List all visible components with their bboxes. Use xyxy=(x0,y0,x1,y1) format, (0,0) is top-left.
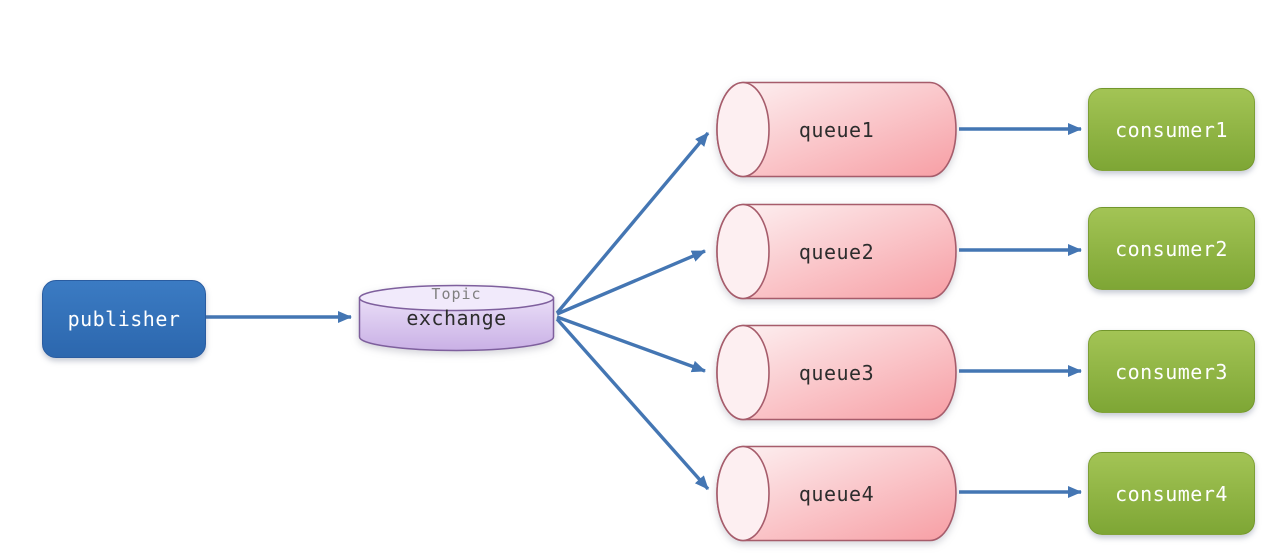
queue-cylinder-shape xyxy=(716,81,957,178)
consumer-label: consumer4 xyxy=(1115,481,1228,506)
consumer1-node[interactable]: consumer1 xyxy=(1088,88,1255,171)
queue-label: queue4 xyxy=(798,481,875,506)
consumer-label: consumer1 xyxy=(1115,117,1228,142)
consumer3-node[interactable]: consumer3 xyxy=(1088,330,1255,413)
queue3-node[interactable]: queue3 xyxy=(716,324,957,421)
queue4-node[interactable]: queue4 xyxy=(716,445,957,542)
arrow-exchange-to-queue1 xyxy=(555,131,710,315)
queue-label: queue1 xyxy=(798,117,875,142)
arrow-exchange-to-queue4 xyxy=(555,317,710,491)
queue2-node[interactable]: queue2 xyxy=(716,203,957,300)
queue1-node[interactable]: queue1 xyxy=(716,81,957,178)
consumer4-node[interactable]: consumer4 xyxy=(1088,452,1255,535)
arrow-exchange-to-queue3 xyxy=(556,315,706,373)
exchange-type-label: Topic xyxy=(431,285,482,303)
queue-cylinder-shape xyxy=(716,445,957,542)
consumer-label: consumer3 xyxy=(1115,359,1228,384)
consumer-label: consumer2 xyxy=(1115,236,1228,261)
exchange-node[interactable]: Topic exchange xyxy=(358,284,555,352)
queue-label: queue2 xyxy=(798,239,875,264)
queue-label: queue3 xyxy=(798,360,875,385)
consumer2-node[interactable]: consumer2 xyxy=(1088,207,1255,290)
queue-cylinder-shape xyxy=(716,203,957,300)
queue-cylinder-shape xyxy=(716,324,957,421)
arrow-exchange-to-queue2 xyxy=(556,249,706,316)
publisher-node[interactable]: publisher xyxy=(42,280,206,358)
publisher-label: publisher xyxy=(67,307,181,331)
exchange-cylinder-shape xyxy=(358,284,555,352)
exchange-label: exchange xyxy=(406,306,507,330)
